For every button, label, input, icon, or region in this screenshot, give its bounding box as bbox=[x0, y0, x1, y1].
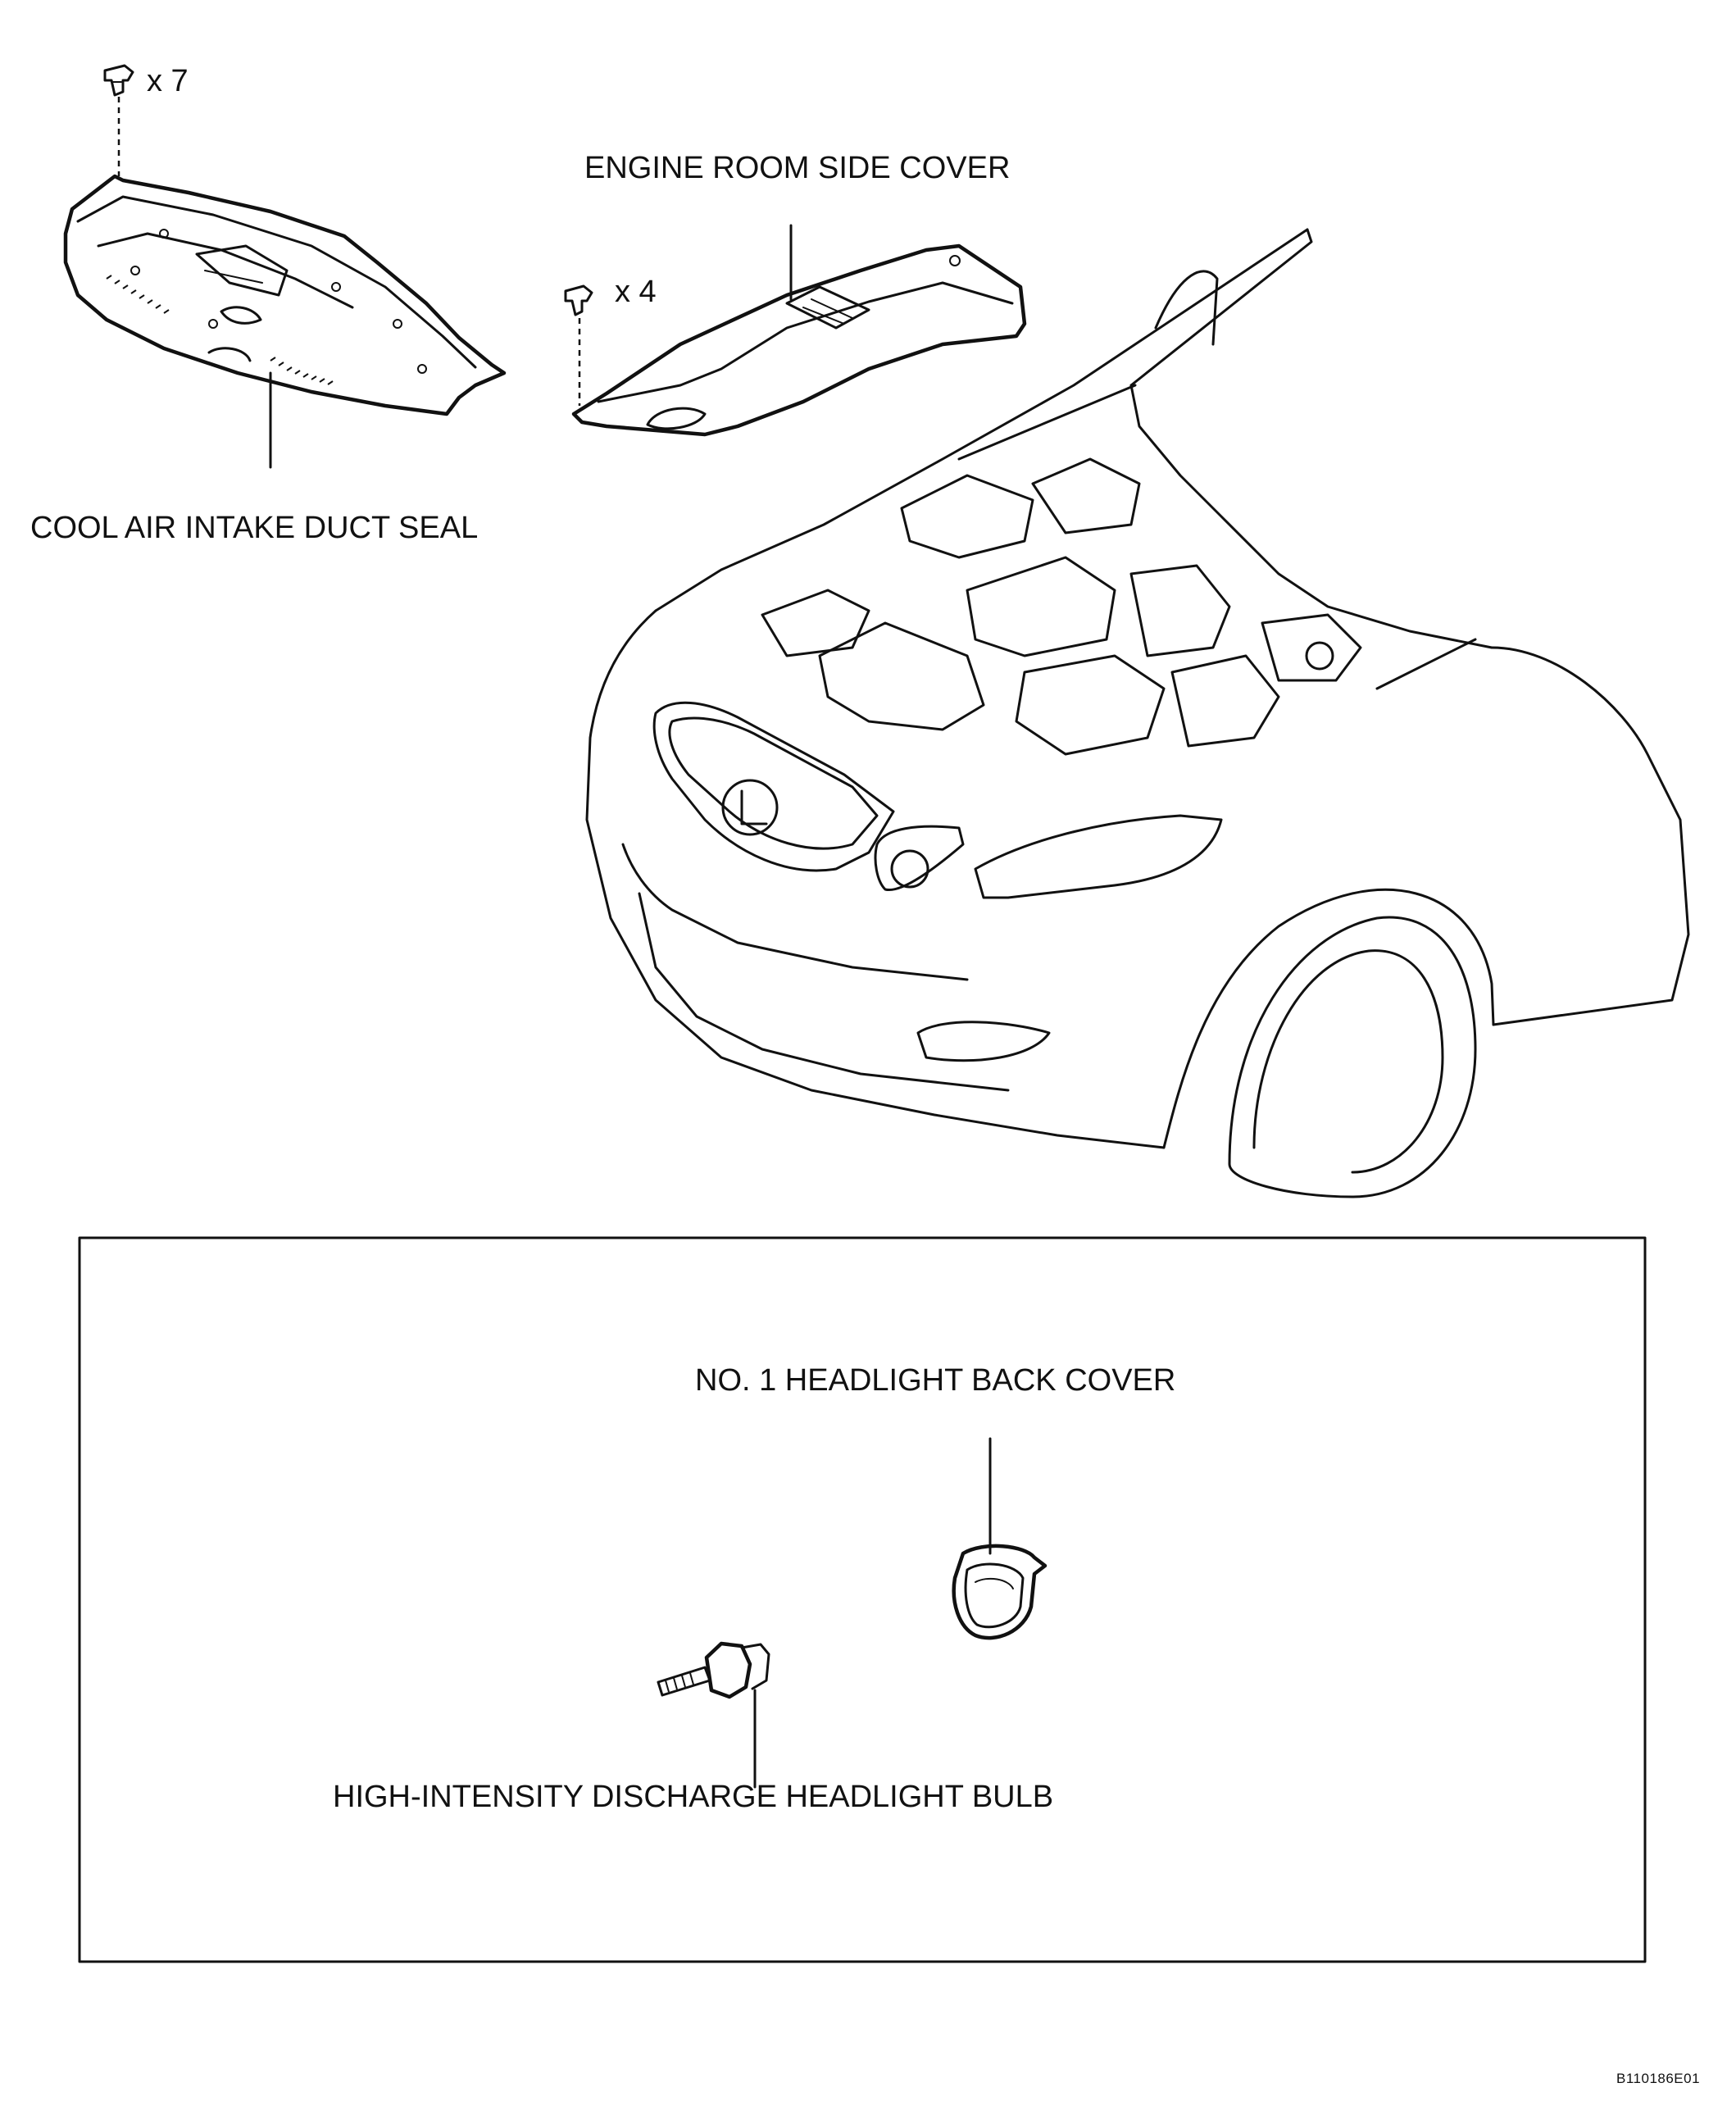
cool-air-intake-duct-seal-drawing bbox=[63, 174, 507, 469]
inset-frame bbox=[78, 1236, 1647, 1963]
clip-icon-side bbox=[564, 284, 593, 406]
hid-headlight-bulb-drawing bbox=[657, 1641, 770, 1789]
label-cool-air-intake-duct-seal: COOL AIR INTAKE DUCT SEAL bbox=[30, 511, 479, 545]
clip-icon-duct bbox=[103, 64, 134, 176]
label-clip-quantity-duct: x 7 bbox=[147, 64, 189, 98]
label-headlight-back-cover: NO. 1 HEADLIGHT BACK COVER bbox=[695, 1363, 1176, 1398]
engine-room-side-cover-drawing bbox=[571, 224, 1027, 437]
label-engine-room-side-cover: ENGINE ROOM SIDE COVER bbox=[584, 151, 1011, 185]
figure-code: B110186E01 bbox=[1616, 2071, 1701, 2086]
label-clip-quantity-side: x 4 bbox=[615, 275, 657, 309]
label-hid-headlight-bulb: HIGH-INTENSITY DISCHARGE HEADLIGHT BULB bbox=[333, 1780, 1054, 1814]
headlight-back-cover-drawing bbox=[952, 1437, 1048, 1640]
car-front-drawing bbox=[585, 228, 1690, 1198]
